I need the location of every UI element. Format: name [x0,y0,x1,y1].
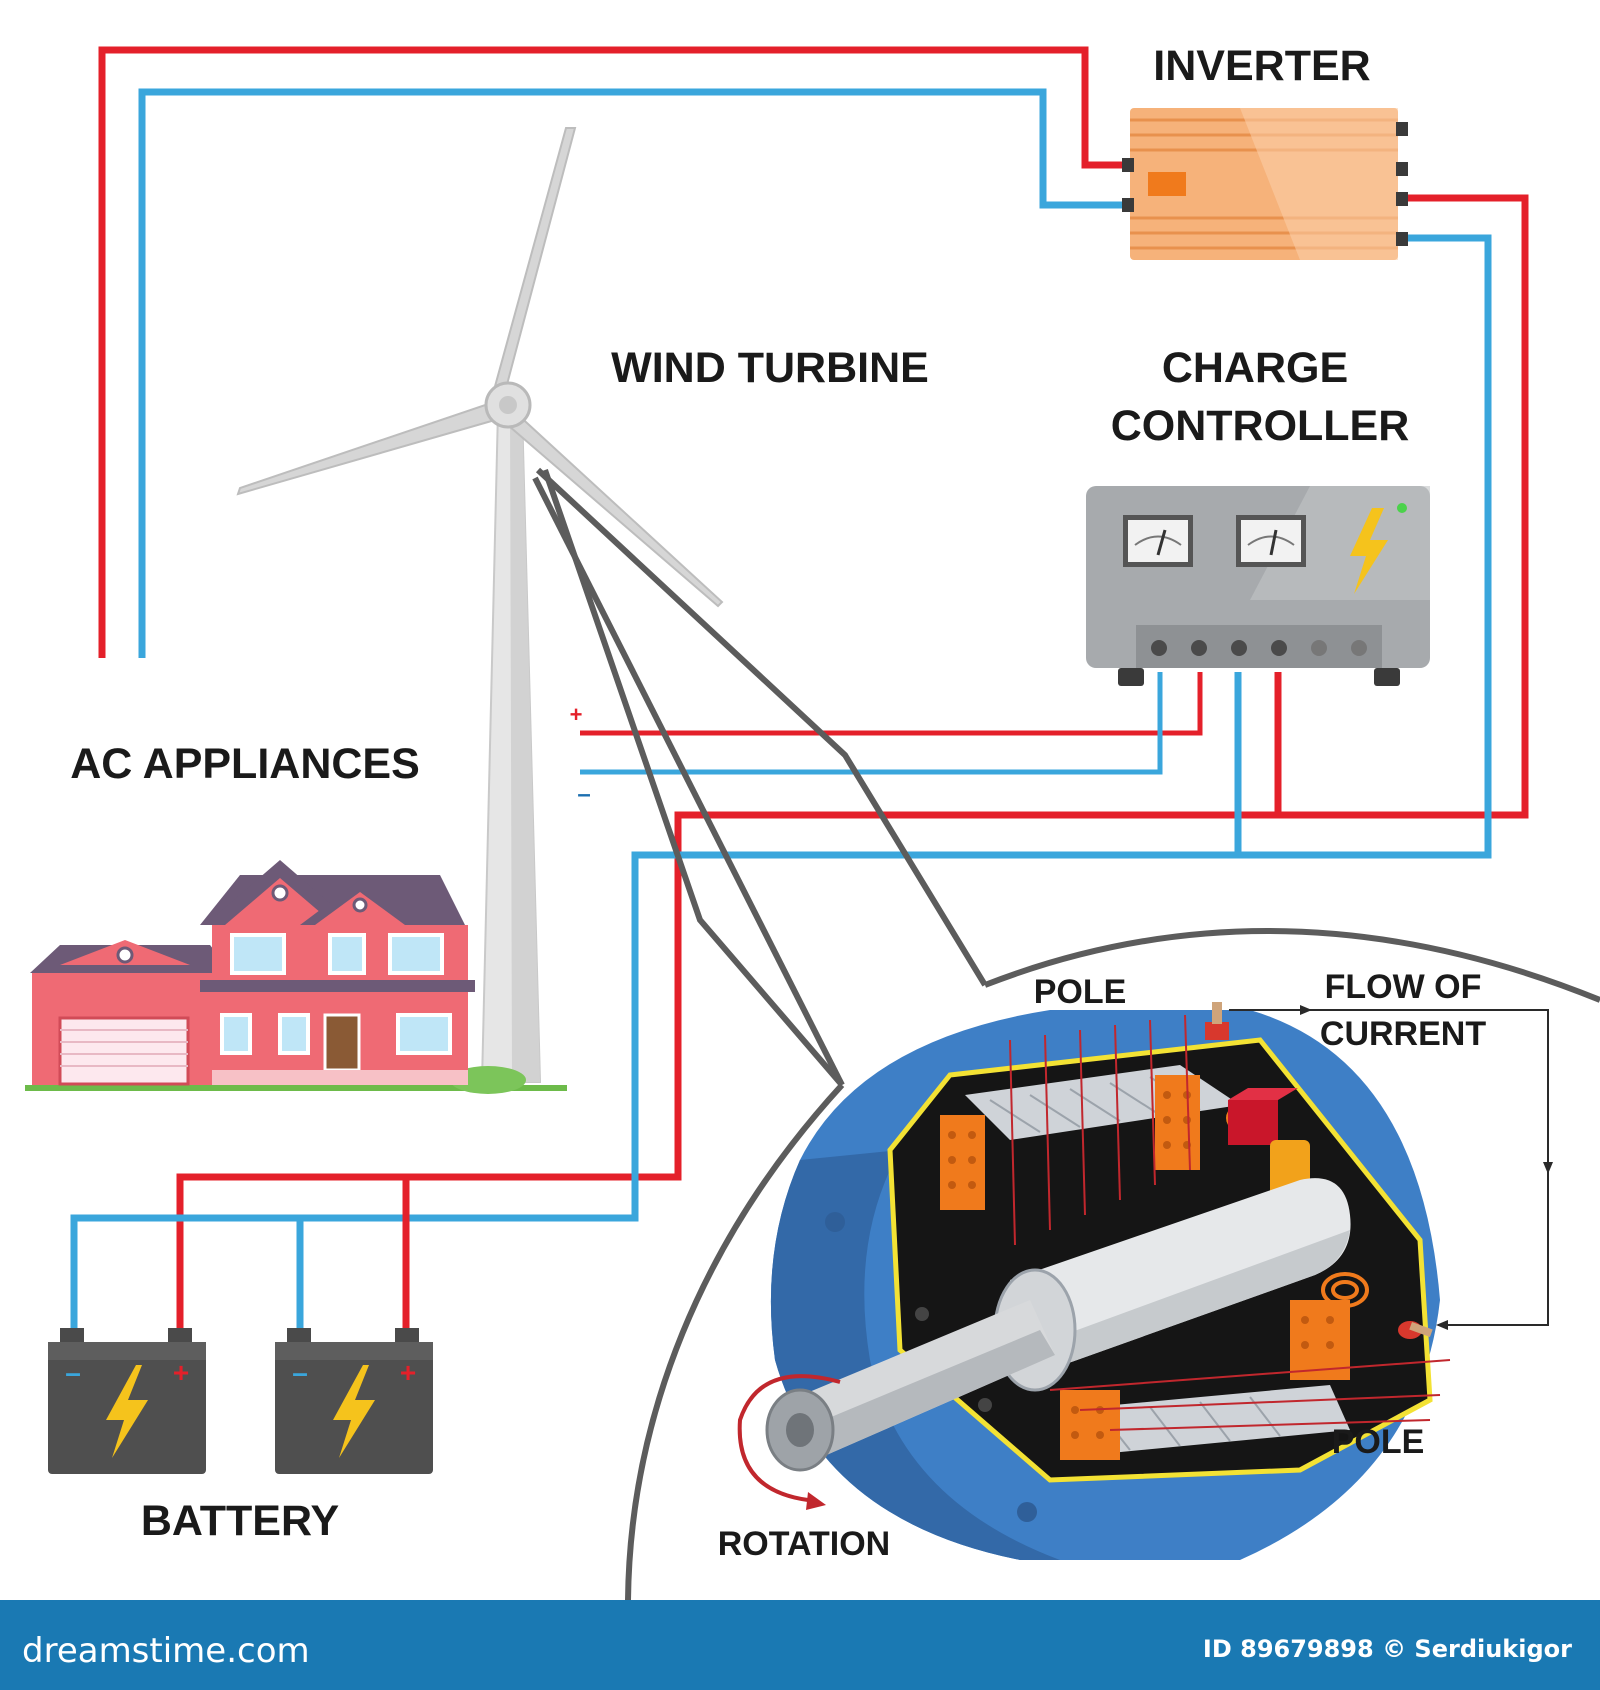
battery-label: BATTERY [141,1497,339,1545]
inverter-label: INVERTER [1153,42,1370,90]
generator-terminal-bottom [1398,1321,1433,1339]
inverter-negative-wire [70,234,1492,1330]
wind-turbine-label: WIND TURBINE [611,344,929,392]
house [25,860,567,1094]
pole-bottom-label: POLE [1332,1423,1425,1461]
turbine-blade [492,127,577,394]
turbine-blade [500,410,724,608]
ac-positive-wire [98,46,1135,658]
footer-site-logo: dreamstime.com [22,1631,310,1671]
inverter-positive-wire [176,194,1529,1330]
charge-controller-label-line1: CHARGE [1162,344,1348,392]
flow-of-current-label-line2: CURRENT [1320,1015,1486,1053]
status-led [1397,503,1407,513]
battery-1: – + [48,1328,206,1474]
ac-appliances-label: AC APPLIANCES [70,740,420,788]
lightning-icon [106,1365,148,1458]
battery-plus-sign: + [173,1357,189,1388]
generator-cutaway [737,1002,1553,1560]
wiring [70,46,1529,1330]
footer-credit: ID 89679898 © Serdiukigor [1203,1635,1572,1663]
rotation-label: ROTATION [718,1525,891,1563]
turbine-minus-sign: – [577,781,590,808]
battery-minus-sign: – [292,1357,308,1388]
pole-top-label: POLE [1034,973,1127,1011]
turbine-plus-sign: + [570,702,583,727]
charge-controller-unit [1086,486,1430,686]
battery-plus-sign: + [400,1357,416,1388]
meter-gauge-icon [1236,515,1306,567]
footer-bar [0,1600,1600,1690]
turbine-negative-wire [580,672,1163,775]
lightning-icon [1350,508,1388,594]
charge-controller-label-line2: CONTROLLER [1111,402,1410,450]
turbine-positive-wire [580,672,1203,736]
generator-terminal-top [1205,1002,1229,1040]
ac-negative-wire [138,88,1135,658]
rotation-arrow [737,1374,841,1502]
inverter-unit [1122,108,1408,260]
meter-gauge-icon [1123,515,1193,567]
lightning-icon [333,1365,375,1458]
zoom-callout [532,467,1600,1601]
battery-minus-sign: – [65,1357,81,1388]
turbine-blade [236,396,508,496]
flow-of-current-label-line1: FLOW OF [1325,968,1482,1006]
battery-2: – + [275,1328,433,1474]
wind-turbine [236,127,724,1083]
